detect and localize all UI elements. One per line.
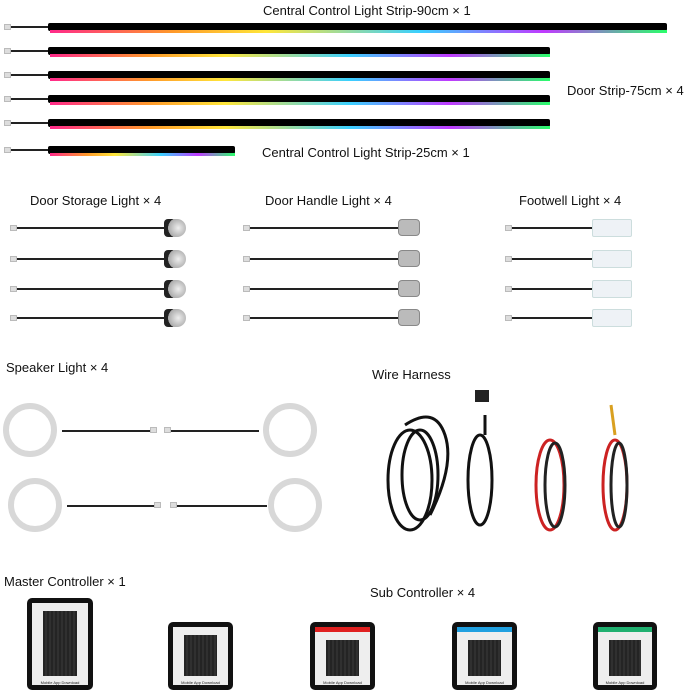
door-strip xyxy=(48,119,550,129)
speaker-light-label: Speaker Light × 4 xyxy=(6,360,109,375)
wire-harness-label: Wire Harness xyxy=(372,367,451,382)
door-strip xyxy=(48,95,550,105)
master-controller: Mobile App Download xyxy=(27,598,93,690)
footwell-light xyxy=(592,250,632,268)
sub-controller: Mobile App Download xyxy=(310,622,375,690)
wire-harness-image xyxy=(386,390,629,532)
strip-90cm xyxy=(48,23,667,33)
speaker-ring xyxy=(8,478,62,532)
door-handle-label: Door Handle Light × 4 xyxy=(265,193,392,208)
footwell-light xyxy=(592,280,632,298)
door-storage-light xyxy=(164,280,186,298)
speaker-ring xyxy=(263,403,317,457)
master-controller-label: Master Controller × 1 xyxy=(4,574,126,589)
door-handle-light xyxy=(398,280,420,297)
door-storage-light xyxy=(164,219,186,237)
speaker-ring xyxy=(3,403,57,457)
door-handle-light xyxy=(398,309,420,326)
sub-controller: Mobile App Download xyxy=(593,622,657,690)
strip-25cm xyxy=(48,146,235,156)
door-handle-light xyxy=(398,250,420,267)
door-storage-label: Door Storage Light × 4 xyxy=(30,193,162,208)
central-strip-25-label: Central Control Light Strip-25cm × 1 xyxy=(262,145,470,160)
speaker-ring xyxy=(268,478,322,532)
central-strip-90-label: Central Control Light Strip-90cm × 1 xyxy=(263,3,471,18)
sub-controller: Mobile App Download xyxy=(168,622,233,690)
door-handle-light xyxy=(398,219,420,236)
door-strip-label: Door Strip-75cm × 4 xyxy=(567,83,684,98)
footwell-light xyxy=(592,219,632,237)
door-strip xyxy=(48,47,550,57)
door-storage-light xyxy=(164,250,186,268)
door-storage-light xyxy=(164,309,186,327)
door-strip xyxy=(48,71,550,81)
sub-controller: Mobile App Download xyxy=(452,622,517,690)
sub-controller-label: Sub Controller × 4 xyxy=(370,585,476,600)
footwell-label: Footwell Light × 4 xyxy=(519,193,622,208)
footwell-light xyxy=(592,309,632,327)
